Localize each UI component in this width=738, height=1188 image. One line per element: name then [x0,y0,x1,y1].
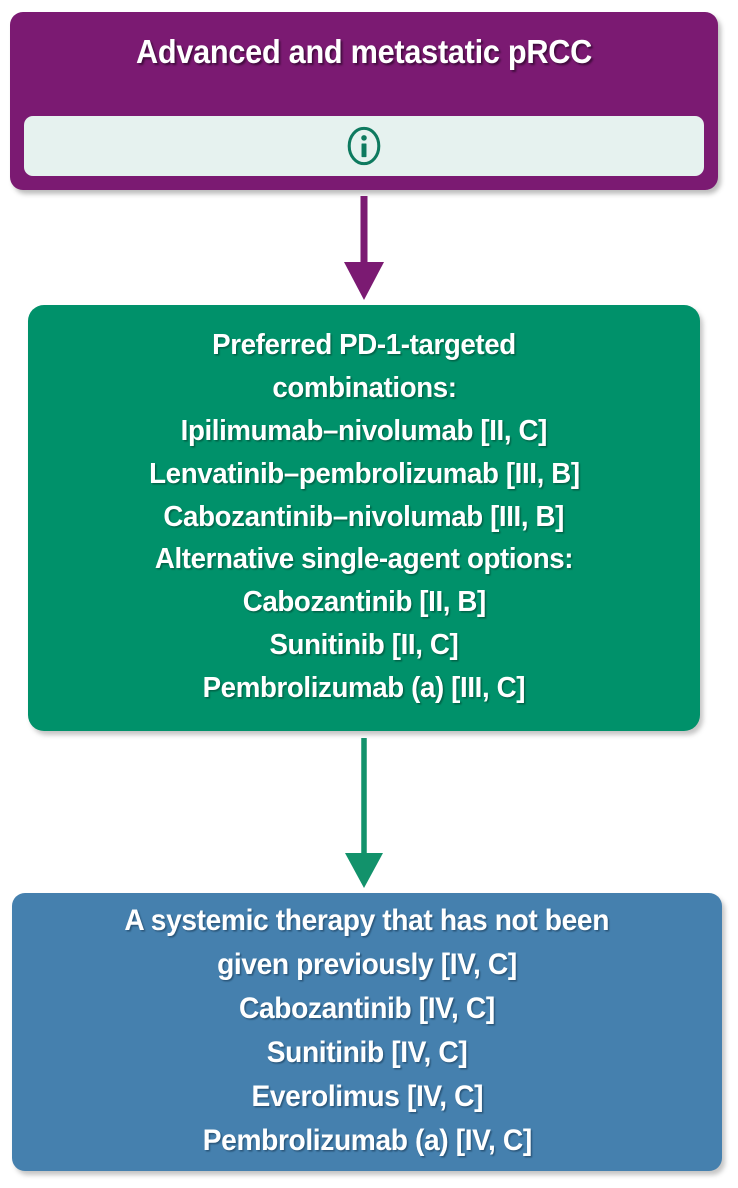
first-line-treatment-box[interactable]: Preferred PD-1-targeted combinations: Ip… [28,305,700,731]
green-line-0: Preferred PD-1-targeted [212,329,516,362]
blue-line-0: A systemic therapy that has not been [124,904,610,937]
header-box-advanced-metastatic-prcc: Advanced and metastatic pRCC [10,12,718,190]
info-circle-icon[interactable] [343,125,385,167]
green-line-8: Pembrolizumab (a) [III, C] [202,671,526,704]
blue-line-3: Sunitinib [IV, C] [266,1036,468,1069]
page-title: Advanced and metastatic pRCC [135,33,593,70]
green-line-7: Sunitinib [II, C] [269,628,459,661]
blue-line-5: Pembrolizumab (a) [IV, C] [202,1124,532,1157]
info-bar[interactable] [24,116,704,176]
blue-line-2: Cabozantinib [IV, C] [239,992,495,1025]
subsequent-line-treatment-box[interactable]: A systemic therapy that has not been giv… [12,893,722,1171]
green-line-4: Cabozantinib–nivolumab [III, B] [163,500,565,533]
arrow-first-line-to-subsequent [345,738,383,888]
blue-line-4: Everolimus [IV, C] [251,1080,483,1113]
arrow-header-to-first-line [344,196,384,300]
green-line-5: Alternative single-agent options: [154,543,574,576]
green-line-6: Cabozantinib [II, B] [242,586,486,619]
green-line-2: Ipilimumab–nivolumab [II, C] [180,415,548,447]
blue-line-1: given previously [IV, C] [217,948,517,981]
green-line-3: Lenvatinib–pembrolizumab [III, B] [148,457,580,490]
green-line-1: combinations: [271,372,457,405]
